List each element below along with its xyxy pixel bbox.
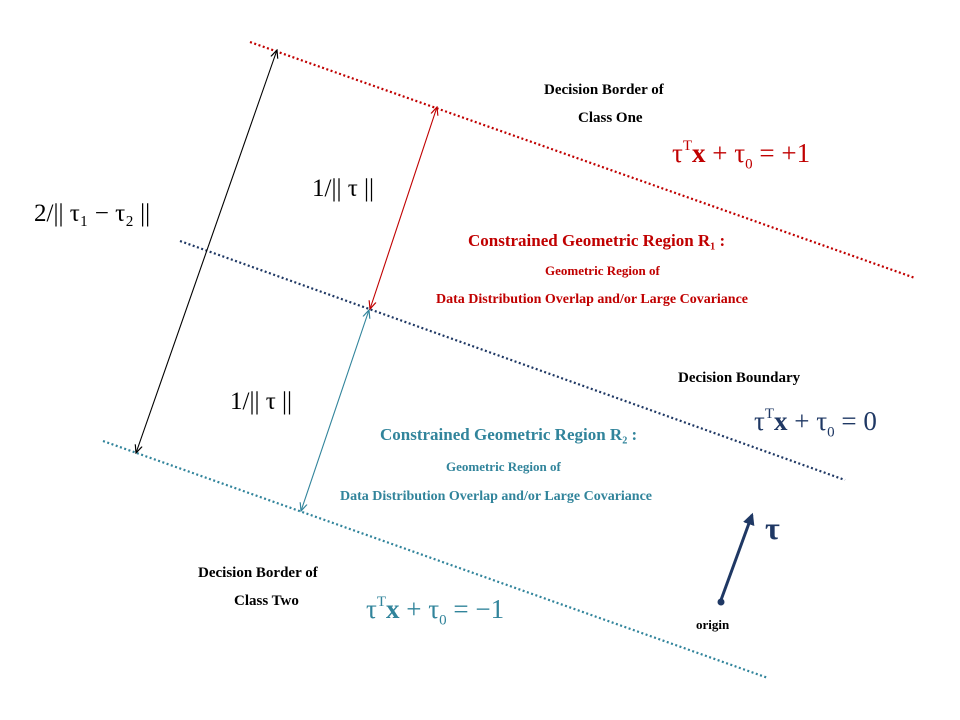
class-one-equation-rhs: +1 (781, 138, 811, 168)
total-margin-label: 2/|| τ₁ − τ₂ || (34, 200, 151, 227)
region2-title: Constrained Geometric Region R₂ : (380, 425, 638, 444)
origin-label: origin (696, 617, 730, 632)
class-one-border-line (249, 40, 916, 280)
class-two-equation: τTx + τ0 = −1 (366, 594, 505, 629)
class-two-equation-rhs: −1 (475, 594, 505, 624)
decision-boundary-equation-rhs: 0 (863, 406, 877, 436)
region2-line2: Data Distribution Overlap and/or Large C… (340, 489, 653, 504)
lower-margin-arrow (301, 310, 369, 511)
normal-vector-arrow (719, 512, 755, 601)
class-two-border-line (102, 439, 769, 680)
class-one-equation: τTx + τ0 = +1 (672, 138, 811, 173)
region1-title: Constrained Geometric Region R₁ : (468, 231, 726, 250)
upper-margin-label: 1/|| τ || (312, 175, 375, 202)
origin-point (717, 598, 725, 606)
normal-vector-label: τ (765, 510, 780, 546)
class-two-border-label-line1: Decision Border of (198, 565, 318, 581)
total-margin-arrow (136, 50, 277, 453)
decision-boundary-label: Decision Boundary (678, 370, 801, 386)
region2-line1: Geometric Region of (446, 459, 561, 474)
decision-boundary-line (179, 239, 846, 482)
class-one-border-label-line1: Decision Border of (544, 82, 664, 98)
decision-boundary-equation: τTx + τ0 = 0 (754, 406, 877, 441)
class-one-border-label-line2: Class One (578, 110, 643, 126)
region1-line1: Geometric Region of (545, 263, 660, 278)
class-two-border-label-line2: Class Two (234, 593, 299, 609)
region1-line2: Data Distribution Overlap and/or Large C… (436, 292, 749, 307)
lower-margin-label: 1/|| τ || (230, 388, 293, 415)
upper-margin-arrow (370, 107, 437, 309)
